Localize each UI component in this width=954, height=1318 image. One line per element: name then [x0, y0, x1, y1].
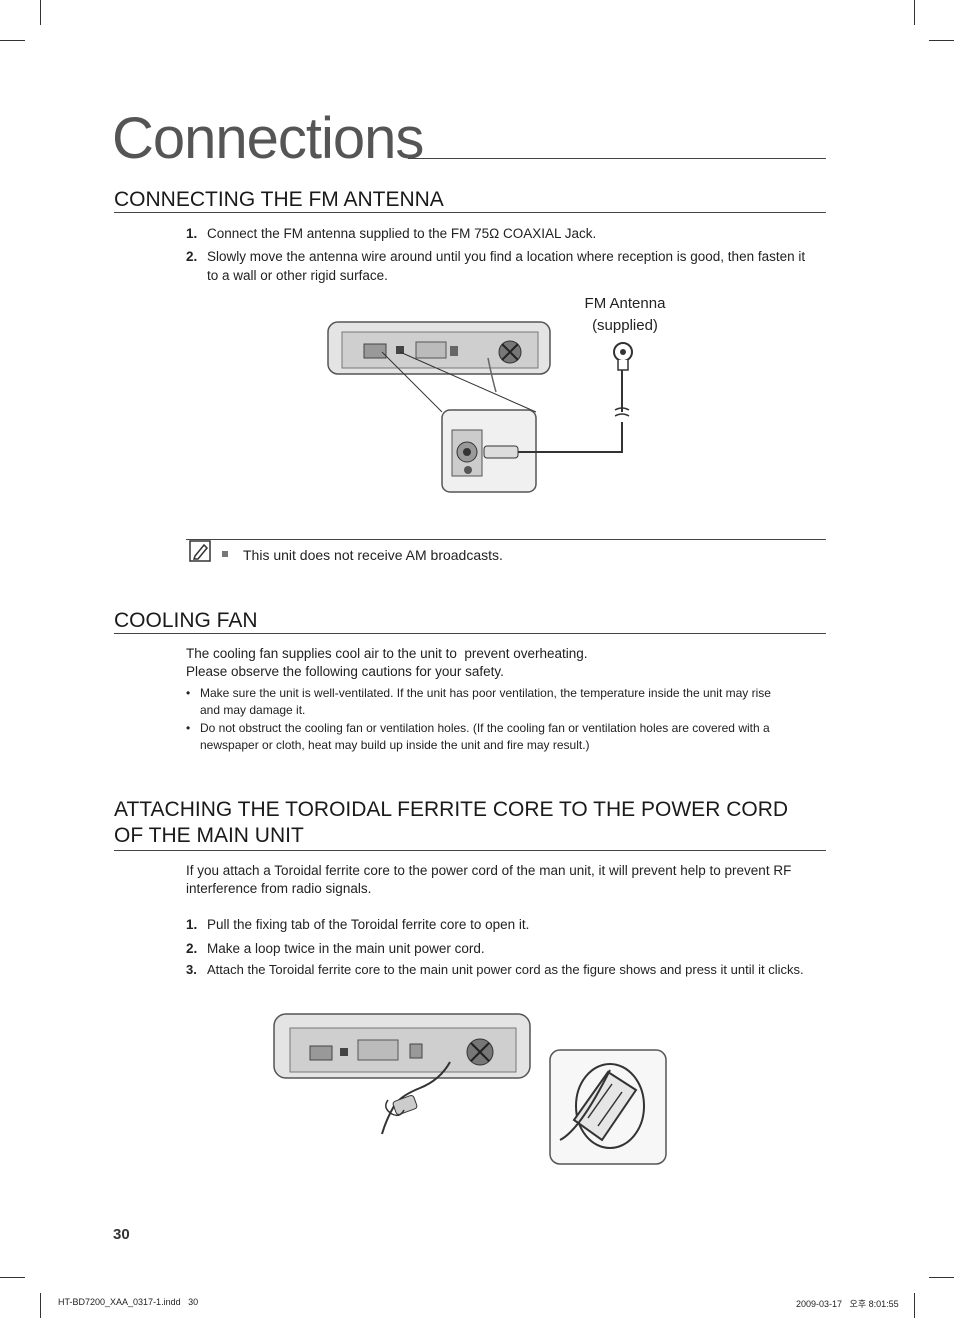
step-text: Make a loop twice in the main unit power…: [207, 941, 485, 956]
footer-file-info: HT-BD7200_XAA_0317-1.indd 30: [58, 1297, 199, 1307]
crop-mark: [0, 1277, 25, 1278]
step-number: 1.: [186, 226, 198, 241]
fm-antenna-label: FM Antenna (supplied): [570, 293, 680, 337]
page-title: Connections: [112, 106, 424, 171]
step-number: 3.: [186, 962, 197, 977]
bullet-dot: •: [186, 686, 191, 700]
note-pencil-icon: [189, 540, 211, 562]
ferrite-heading-line2: OF THE MAIN UNIT: [114, 824, 304, 847]
footer-timestamp: 2009-03-17 오후 8:01:55: [796, 1299, 899, 1309]
crop-mark: [40, 0, 41, 25]
crop-mark: [914, 1293, 915, 1318]
cooling-intro-line2: Please observe the following cautions fo…: [186, 664, 504, 679]
bullet-line2: newspaper or cloth, heat may build up in…: [200, 738, 590, 752]
section-rule: [114, 212, 826, 213]
note-bullet-icon: [222, 551, 228, 557]
bullet-line1: Do not obstruct the cooling fan or venti…: [200, 721, 770, 735]
cooling-intro-line1: The cooling fan supplies cool air to the…: [186, 646, 588, 661]
step-text-line1: Slowly move the antenna wire around unti…: [207, 249, 806, 264]
note-rule: [186, 539, 826, 540]
note-text: This unit does not receive AM broadcasts…: [243, 547, 503, 563]
crop-mark: [0, 40, 25, 41]
crop-mark: [40, 1293, 41, 1318]
ferrite-core: [392, 1095, 418, 1115]
ferrite-intro-line1: If you attach a Toroidal ferrite core to…: [186, 863, 792, 878]
step-text-line2: to a wall or other rigid surface.: [207, 268, 388, 283]
crop-mark: [929, 1277, 954, 1278]
section-rule: [114, 850, 826, 851]
step-text: Attach the Toroidal ferrite core to the …: [207, 962, 804, 977]
bullet-line2: and may damage it.: [200, 703, 306, 717]
ferrite-heading-line1: ATTACHING THE TOROIDAL FERRITE CORE TO T…: [114, 798, 789, 821]
fm-antenna-label-line1: FM Antenna: [584, 295, 666, 312]
page-number: 30: [113, 1226, 130, 1243]
bullet-line1: Make sure the unit is well-ventilated. I…: [200, 686, 771, 700]
cooling-fan-heading: COOLING FAN: [114, 609, 258, 632]
step-number: 2.: [186, 249, 198, 264]
fm-antenna-heading: CONNECTING THE FM ANTENNA: [114, 188, 444, 211]
ferrite-core-figure: [273, 1013, 667, 1165]
ferrite-intro-line2: interference from radio signals.: [186, 881, 372, 896]
crop-mark: [929, 40, 954, 41]
title-rule: [408, 158, 826, 159]
step-number: 2.: [186, 941, 198, 956]
fm-antenna-figure: [327, 321, 633, 493]
section-rule: [114, 633, 826, 634]
step-text: Connect the FM antenna supplied to the F…: [207, 226, 597, 241]
bullet-dot: •: [186, 721, 191, 735]
step-number: 1.: [186, 917, 198, 932]
step-text: Pull the fixing tab of the Toroidal ferr…: [207, 917, 530, 932]
crop-mark: [914, 0, 915, 25]
fm-antenna-label-line2: (supplied): [592, 317, 658, 334]
